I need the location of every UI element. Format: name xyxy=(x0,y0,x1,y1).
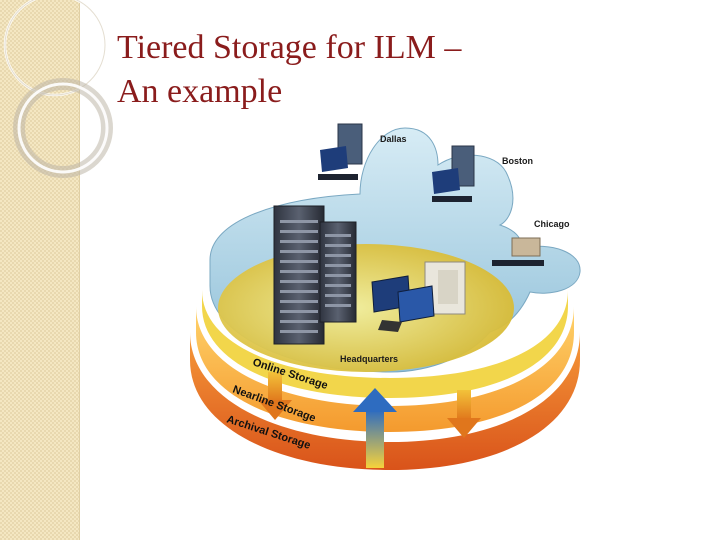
chicago-site-icon xyxy=(492,237,544,266)
online-tier-disc xyxy=(202,290,568,398)
decorative-circles xyxy=(3,0,113,178)
migrate-down-arrow-left xyxy=(258,372,292,420)
storage-rack-icon xyxy=(273,205,357,345)
boston-site-icon xyxy=(432,145,475,202)
headquarters-label: Headquarters xyxy=(340,354,398,364)
tiered-storage-diagram: Dallas Boston Chicago Headquarters Onlin… xyxy=(190,123,581,470)
boston-label: Boston xyxy=(502,156,533,166)
migrate-down-arrow-right xyxy=(447,390,481,438)
slide-title: Tiered Storage for ILM – An example xyxy=(117,29,462,110)
recall-up-arrow xyxy=(353,388,397,468)
dallas-label: Dallas xyxy=(380,134,407,144)
hq-workstations-icon xyxy=(371,261,466,332)
chicago-label: Chicago xyxy=(534,219,570,229)
dallas-site-icon xyxy=(318,123,363,180)
archival-tier-disc xyxy=(190,332,580,470)
